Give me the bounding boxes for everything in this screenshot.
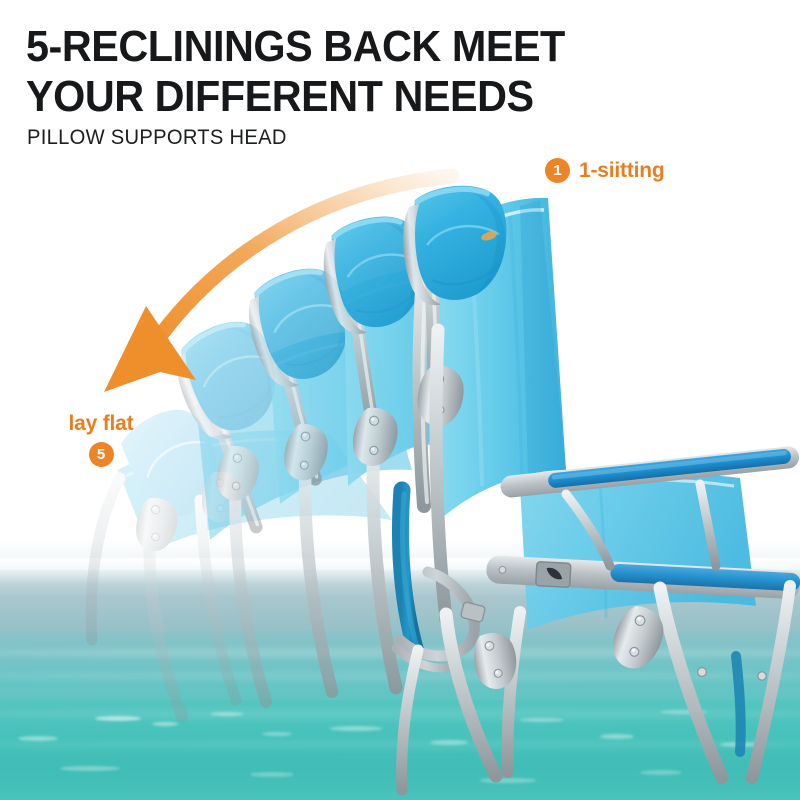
badge-number-1: 1 [545,158,570,183]
recline-position-1-sitting [391,182,566,673]
badge-number-5: 5 [88,442,114,467]
callout-lay-flat: lay flat 5 [55,412,147,467]
recline-direction-arrow [104,168,460,392]
callout-sitting: 1 1-siitting [545,158,665,183]
page-subtitle: PILLOW SUPPORTS HEAD [27,126,287,149]
callout-sitting-label: 1-siitting [579,158,665,182]
callout-lay-flat-label: lay flat [68,412,134,435]
chair-seat-and-armrests [396,446,800,796]
page-title: 5-RECLININGS BACK MEET YOUR DIFFERENT NE… [26,22,565,121]
